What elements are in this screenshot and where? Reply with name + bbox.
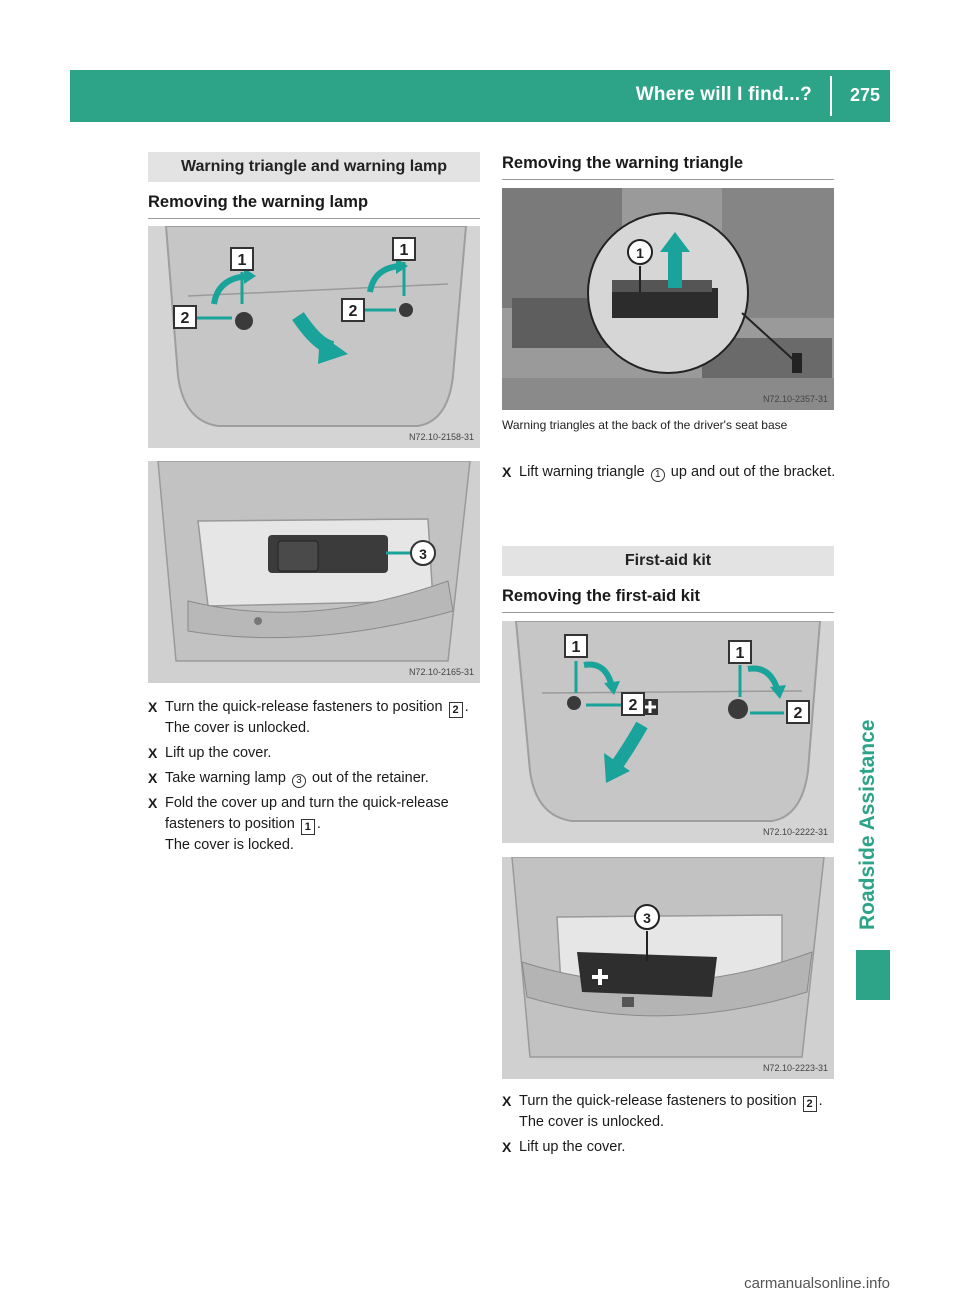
step-text-end: out of the retainer. xyxy=(307,770,429,786)
step-marker: X xyxy=(502,1139,512,1155)
fig1-label-2b: 2 xyxy=(349,303,358,320)
figure-code: N72.10-2357-31 xyxy=(762,394,828,404)
list-item: X Turn the quick-release fasteners to po… xyxy=(502,1091,837,1133)
figure-code: N72.10-2223-31 xyxy=(762,1063,828,1073)
step-result: The cover is locked. xyxy=(165,837,294,853)
figure-warning-triangle: 1 N72.10-2357-31 xyxy=(502,188,834,410)
list-item: X Fold the cover up and turn the quick-r… xyxy=(148,793,483,856)
first-aid-cover-illustration: 1 1 2 2 xyxy=(502,621,834,843)
step-text: Lift warning triangle xyxy=(519,464,649,480)
left-instruction-list: X Turn the quick-release fasteners to po… xyxy=(148,697,483,860)
step-result: The cover is unlocked. xyxy=(519,1114,665,1130)
subheading-warning-triangle: Removing the warning triangle xyxy=(502,154,834,180)
step-text: Lift up the cover. xyxy=(519,1139,626,1155)
step-marker: X xyxy=(148,699,158,715)
retainer-illustration: 3 xyxy=(148,461,480,683)
position-ref: 2 xyxy=(802,1096,817,1112)
cover-illustration: 1 1 2 2 xyxy=(148,226,480,448)
list-item: X Take warning lamp 3 out of the retaine… xyxy=(148,768,483,789)
fig4-label-2b: 2 xyxy=(794,705,803,722)
header-divider xyxy=(830,76,832,116)
step-text-end: . xyxy=(818,1093,823,1109)
section-title-first-aid: First-aid kit xyxy=(502,546,834,576)
figure-first-aid-cover: 1 1 2 2 N72.10-2222-31 xyxy=(502,621,834,843)
position-ref: 1 xyxy=(300,819,315,835)
step-text: Take warning lamp xyxy=(165,770,290,786)
step-text-end: . xyxy=(316,816,321,832)
fig3-label-1: 1 xyxy=(636,245,644,261)
step-text-end: . xyxy=(464,699,469,715)
fig1-label-1a: 1 xyxy=(238,252,247,269)
figure-warning-lamp-cover: 1 1 2 2 N72.10-2158-31 xyxy=(148,226,480,448)
step-result: The cover is unlocked. xyxy=(165,720,311,736)
footer-watermark[interactable]: carmanualsonline.info xyxy=(744,1275,890,1292)
page-number: 275 xyxy=(849,85,880,105)
figure-caption: Warning triangles at the back of the dri… xyxy=(502,418,788,432)
section-title-warning: Warning triangle and warning lamp xyxy=(148,152,480,182)
callout-ref: 1 xyxy=(650,468,665,482)
step-marker: X xyxy=(148,770,158,786)
step-marker: X xyxy=(502,464,512,480)
first-aid-kit-illustration: 3 xyxy=(502,857,834,1079)
fig1-label-1b: 1 xyxy=(400,242,409,259)
step-text-end: up and out of the bracket. xyxy=(666,464,836,480)
figure-warning-lamp-retainer: 3 N72.10-2165-31 xyxy=(148,461,480,683)
step-marker: X xyxy=(502,1093,512,1109)
figure-code: N72.10-2165-31 xyxy=(408,667,474,677)
list-item: X Lift up the cover. xyxy=(502,1137,837,1158)
step-marker: X xyxy=(148,745,158,761)
step-text: Fold the cover up and turn the quick-rel… xyxy=(165,795,449,832)
seat-illustration: 1 xyxy=(502,188,834,410)
step-marker: X xyxy=(148,795,158,811)
fig5-label-3: 3 xyxy=(643,910,651,926)
step-text: Lift up the cover. xyxy=(165,745,272,761)
figure-code: N72.10-2158-31 xyxy=(408,432,474,442)
fig4-label-2a: 2 xyxy=(629,697,638,714)
header-title: Where will I find...? xyxy=(635,84,812,105)
callout-ref: 3 xyxy=(291,774,306,788)
triangle-instruction-list: X Lift warning triangle 1 up and out of … xyxy=(502,462,837,487)
subheading-first-aid: Removing the first-aid kit xyxy=(502,587,834,613)
list-item: X Lift warning triangle 1 up and out of … xyxy=(502,462,837,483)
list-item: X Turn the quick-release fasteners to po… xyxy=(148,697,483,739)
step-text: Turn the quick-release fasteners to posi… xyxy=(165,699,447,715)
fig1-label-2a: 2 xyxy=(181,310,190,327)
figure-first-aid-kit: 3 N72.10-2223-31 xyxy=(502,857,834,1079)
header-band: Where will I find...? 275 xyxy=(70,70,890,122)
fig4-label-1b: 1 xyxy=(736,645,745,662)
side-tab-block xyxy=(856,950,890,1000)
first-aid-instruction-list: X Turn the quick-release fasteners to po… xyxy=(502,1091,837,1162)
subheading-warning-lamp: Removing the warning lamp xyxy=(148,193,480,219)
side-tab-label: Roadside Assistance xyxy=(856,719,879,930)
step-text: Turn the quick-release fasteners to posi… xyxy=(519,1093,801,1109)
list-item: X Lift up the cover. xyxy=(148,743,483,764)
figure-code: N72.10-2222-31 xyxy=(762,827,828,837)
position-ref: 2 xyxy=(448,702,463,718)
fig4-label-1a: 1 xyxy=(572,639,581,656)
fig2-label-3: 3 xyxy=(419,546,427,562)
